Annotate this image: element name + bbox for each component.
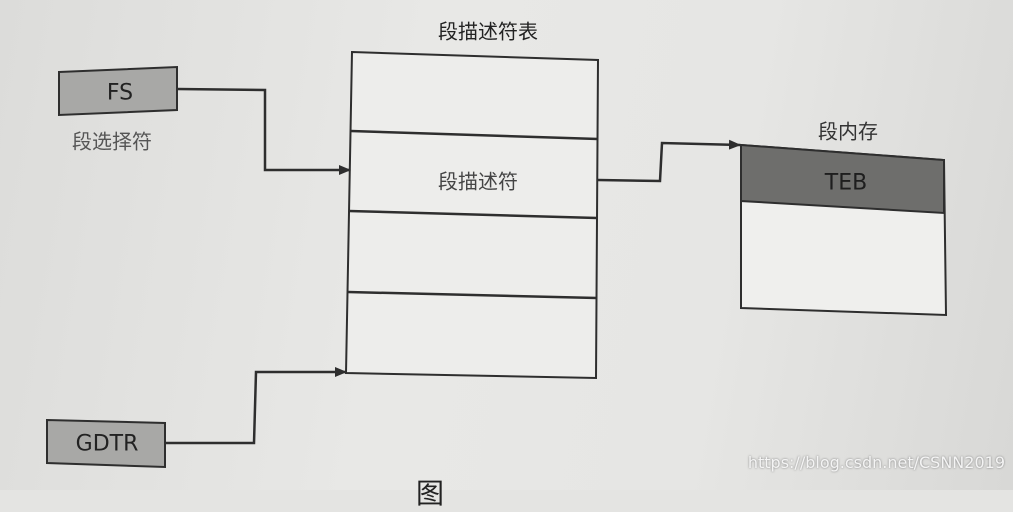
descriptor-table-title: 段描述符表 bbox=[438, 19, 538, 44]
table-row-divider bbox=[347, 290, 598, 300]
gdtr-label: GDTR bbox=[75, 431, 139, 457]
fs-label: FS bbox=[106, 80, 134, 106]
fs-to-descriptor-arrow bbox=[176, 87, 351, 175]
segment-memory-title: 段内存 bbox=[818, 119, 878, 144]
teb-header bbox=[740, 143, 945, 215]
segment-descriptor-entry: 段描述符 bbox=[438, 169, 518, 194]
gdtr-box bbox=[46, 418, 166, 469]
fs-register-box bbox=[58, 65, 178, 117]
diagram-shapes bbox=[46, 50, 948, 469]
teb-label: TEB bbox=[824, 170, 868, 196]
table-row-divider bbox=[348, 209, 598, 220]
table-row-divider bbox=[350, 129, 599, 141]
segment-selector-caption: 段选择符 bbox=[72, 129, 152, 154]
gdtr-to-table-arrow bbox=[165, 367, 347, 445]
watermark: https://blog.csdn.net/CSNN2019 bbox=[747, 453, 1005, 472]
descriptor-to-memory-arrow bbox=[597, 139, 741, 183]
figure-caption: 图 bbox=[415, 477, 445, 510]
